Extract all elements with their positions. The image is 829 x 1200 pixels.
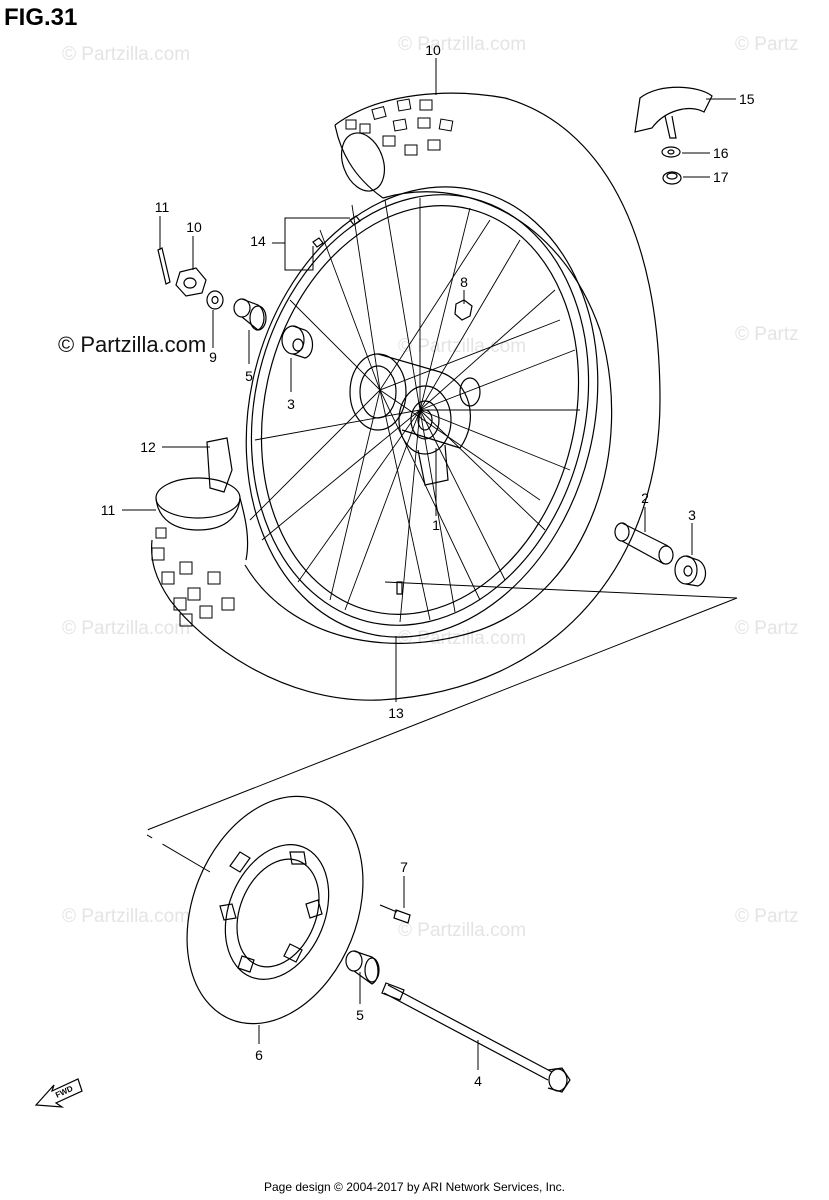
cotter-pin-drawing xyxy=(157,247,171,285)
callout-3-left: 3 xyxy=(287,396,295,412)
watermark-text-clipped: © Partz xyxy=(735,618,799,639)
watermark-text-clipped: © Partz xyxy=(735,906,799,927)
washer-drawing xyxy=(206,290,224,310)
axle-nut-drawing xyxy=(175,267,207,297)
watermark-text: © Partzilla.com xyxy=(398,34,527,55)
spacer-drawing xyxy=(614,522,674,565)
callout-3-right: 3 xyxy=(688,507,696,523)
assembly-boundary-line xyxy=(384,581,738,721)
callout-14: 12 xyxy=(140,439,156,455)
callout-17: 15 xyxy=(739,91,755,107)
watermark-text: © Partzilla.com xyxy=(62,906,191,927)
spoke-nipple-drawing xyxy=(312,237,324,248)
watermark-text: © Partzilla.com xyxy=(398,336,527,357)
callout-2: 2 xyxy=(641,490,649,506)
footer-copyright: Page design © 2004-2017 by ARI Network S… xyxy=(263,1180,565,1194)
callout-16: 14 xyxy=(250,233,266,249)
callout-5-lower: 5 xyxy=(356,1007,364,1023)
brake-disc-drawing xyxy=(186,795,364,1025)
nut-19-drawing xyxy=(662,171,682,185)
watermark-text: © Partzilla.com xyxy=(62,618,191,639)
spokes-drawing xyxy=(249,198,580,623)
callout-4: 4 xyxy=(474,1073,482,1089)
watermark-text-clipped: © Partz xyxy=(735,324,799,345)
callout-12: 10 xyxy=(425,42,441,58)
callout-8: 8 xyxy=(460,274,468,290)
figure-title: FIG.31 xyxy=(4,4,78,31)
callout-13: 11 xyxy=(101,502,116,518)
spoke-nipple-drawing xyxy=(349,215,361,226)
callout-9: 9 xyxy=(209,349,217,365)
watermark-text-clipped: © Partz xyxy=(735,34,799,55)
washer-18-drawing xyxy=(661,146,681,158)
forward-arrow-icon xyxy=(34,1078,83,1108)
callout-1: 1 xyxy=(432,517,440,533)
rim-lock-drawing xyxy=(634,86,713,139)
callout-11: 11 xyxy=(155,199,170,215)
bearing-drawing xyxy=(281,325,314,359)
assembly-boundary-line xyxy=(140,719,428,873)
callout-15: 13 xyxy=(388,705,404,721)
callout-7: 7 xyxy=(400,859,408,875)
callout-18: 16 xyxy=(713,145,729,161)
watermark-text: © Partzilla.com xyxy=(398,920,527,941)
watermark-text-dark: © Partzilla.com xyxy=(58,332,207,357)
valve-drawing xyxy=(396,581,403,595)
collar-lower-drawing xyxy=(345,950,380,985)
callout-6: 6 xyxy=(255,1047,263,1063)
callout-19: 17 xyxy=(713,169,729,185)
bearing-right-drawing xyxy=(674,555,707,587)
disc-bolt-drawing xyxy=(379,904,411,924)
callout-5-upper: 5 xyxy=(245,368,253,384)
watermark-text: © Partzilla.com xyxy=(62,44,191,65)
collar-drawing xyxy=(233,298,267,331)
axle-drawing xyxy=(381,982,571,1093)
callout-10: 10 xyxy=(186,219,202,235)
